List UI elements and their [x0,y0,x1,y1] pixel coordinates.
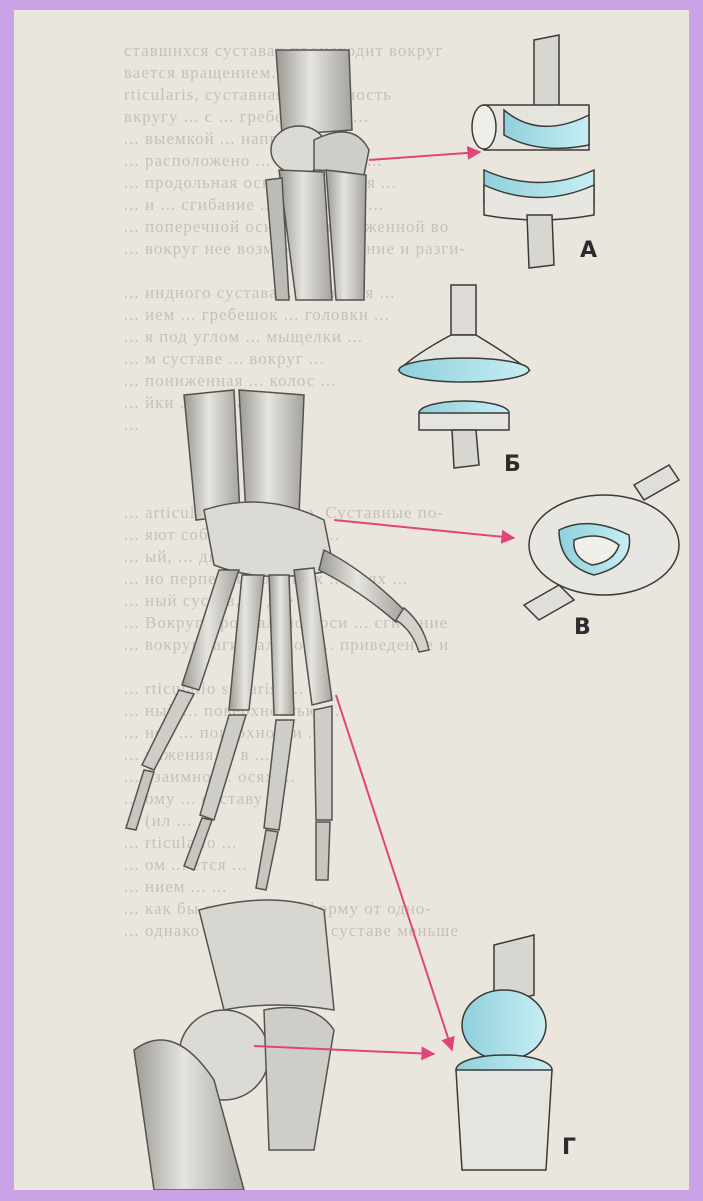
arrow-to-ball [336,695,452,1050]
hinge-joint-model [472,35,594,268]
anatomy-illustration [14,10,689,1190]
arrow-to-ellipsoid [334,520,514,538]
ellipsoid-joint-model [524,465,679,620]
pivot-joint-model [399,285,529,468]
label-v: В [574,615,591,640]
arrow-to-hinge [369,152,480,160]
label-a: А [580,238,597,263]
hand-skeleton-drawing [126,390,429,890]
textbook-page: ставшихся суставах происходит вокруг вае… [14,10,689,1190]
label-g: Г [562,1135,576,1160]
shoulder-joint-drawing [134,900,334,1190]
ball-joint-model [456,935,552,1170]
label-b: Б [504,452,521,477]
elbow-joint-drawing [266,50,369,300]
